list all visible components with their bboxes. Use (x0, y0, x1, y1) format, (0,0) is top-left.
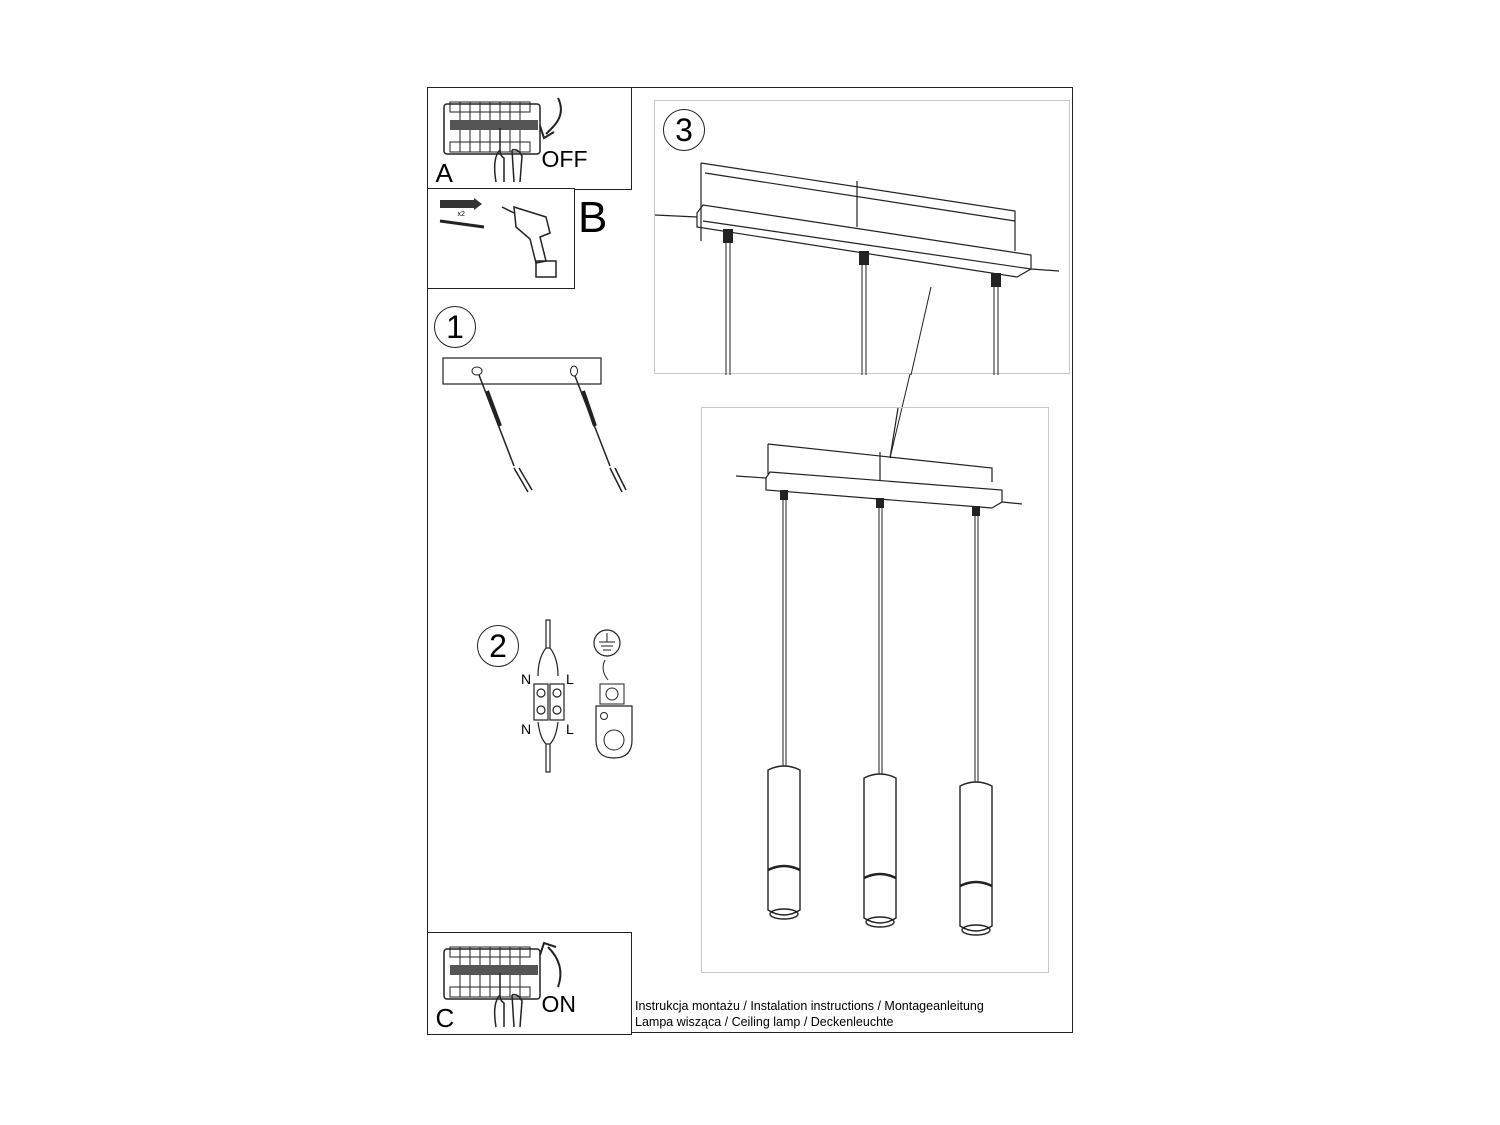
panel-a-letter: A (435, 157, 453, 188)
terminal-block-icon (533, 619, 565, 773)
detail-leader-line (889, 373, 911, 459)
label-n-bottom: N (521, 721, 532, 737)
step-1-badge: 1 (434, 306, 476, 348)
mounting-plate-screws-diagram (442, 357, 627, 493)
circuit-breaker-hand-icon (442, 946, 541, 1028)
canopy-mounting-diagram (654, 162, 1060, 376)
curved-arrow-down-icon (538, 97, 562, 139)
panel-b-letter: B (578, 193, 608, 242)
label-l-bottom: L (566, 721, 574, 737)
circuit-breaker-hand-icon (442, 101, 541, 182)
panel-a-power-off: A OFF (426, 86, 632, 190)
panel-c-power-on: C ON (426, 932, 632, 1035)
ground-symbol-icon (593, 629, 621, 657)
step-3-badge: 3 (663, 109, 705, 151)
wall-plug-icon (439, 198, 484, 229)
assembled-lamp-frame (701, 407, 1049, 973)
assembled-pendant-lamp-diagram (735, 407, 1023, 936)
label-n-top: N (521, 671, 532, 687)
panel-c-letter: C (435, 1003, 455, 1033)
panel-a-off-label: OFF (541, 145, 588, 172)
step-2-badge: 2 (477, 625, 519, 667)
step-3-canopy-frame: 3 (654, 100, 1070, 376)
panel-c-on-label: ON (541, 991, 577, 1017)
quantity-label: x2 (457, 211, 465, 218)
instruction-sheet: A OFF x2 B 1 2 (426, 86, 1073, 1035)
panel-b-drilling: x2 (426, 188, 575, 289)
caption-line-1: Instrukcja montażu / Instalation instruc… (635, 999, 984, 1013)
caption-line-2: Lampa wisząca / Ceiling lamp / Deckenleu… (635, 1015, 894, 1029)
ground-terminal-icon (595, 659, 633, 759)
drill-icon (501, 205, 557, 278)
curved-arrow-up-icon (538, 941, 561, 988)
label-l-top: L (566, 671, 574, 687)
